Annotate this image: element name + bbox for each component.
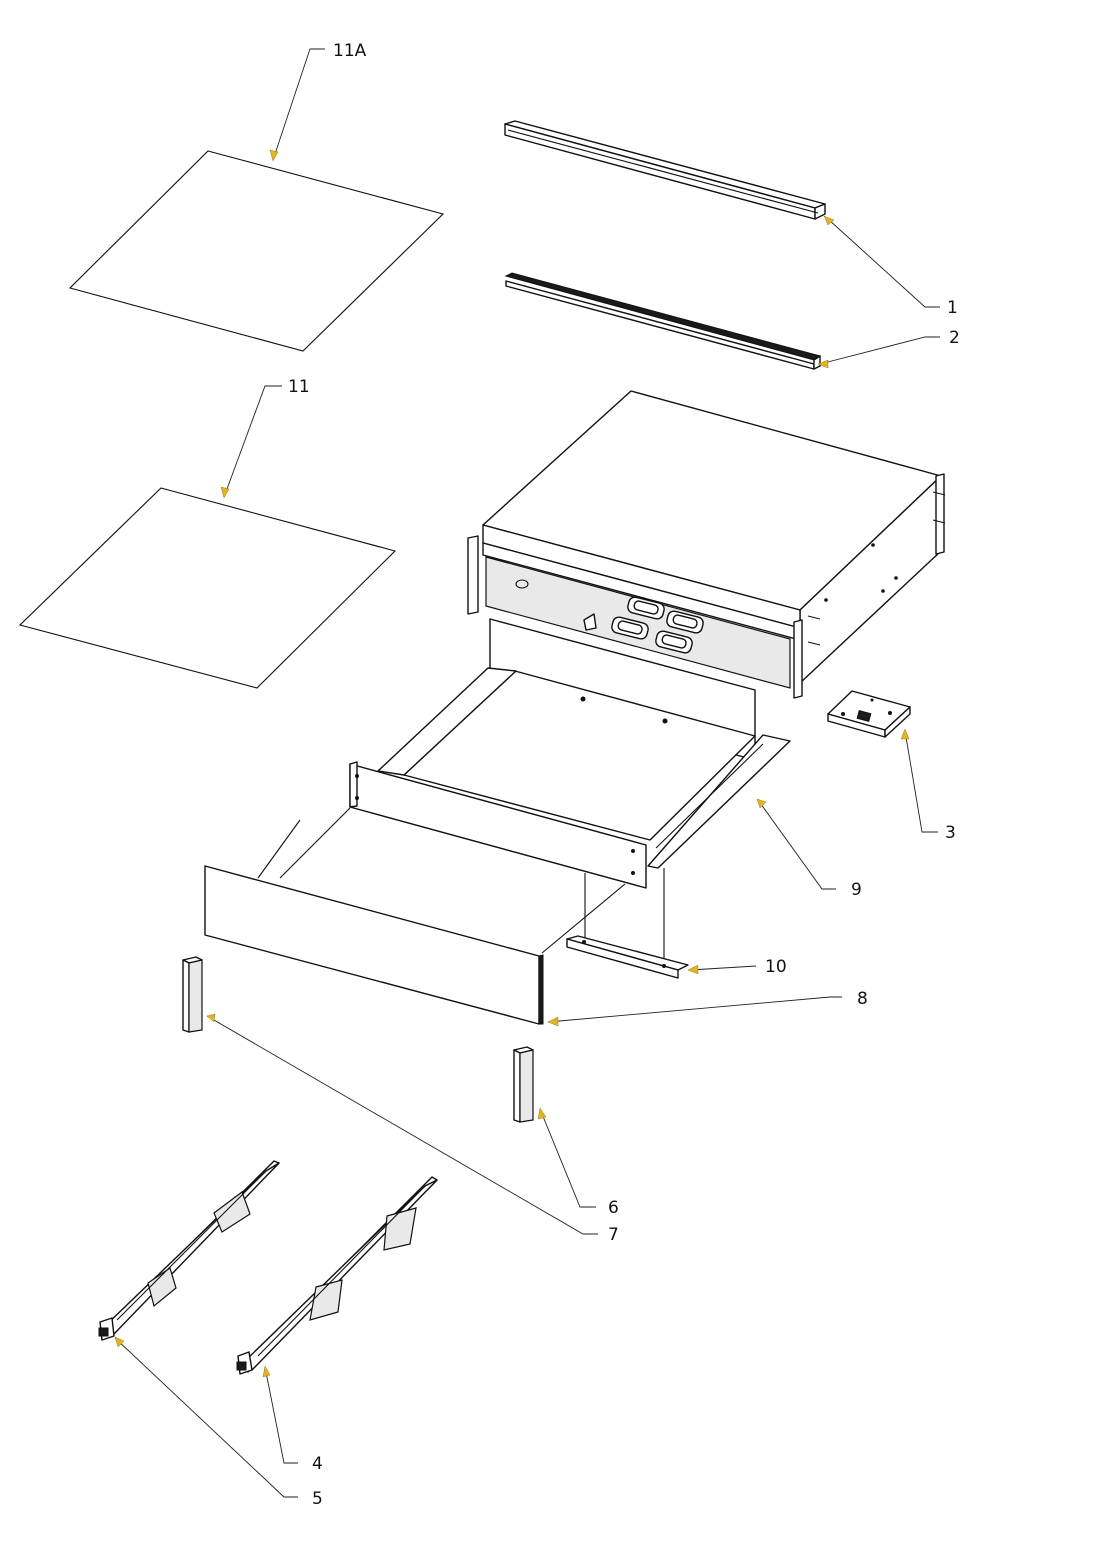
leader-lines [114,48,940,1498]
callout-3: 3 [945,823,956,843]
arrow-1 [823,215,835,226]
arrow-5 [114,1336,125,1348]
slide-rail-part-5 [98,1160,280,1341]
callout-11a: 11A [333,41,367,61]
rail-part-1 [504,120,826,220]
slide-rail-part-4 [236,1176,438,1375]
arrow-2 [817,359,829,369]
arrow-9 [756,798,767,809]
leg-block-part-7 [182,956,203,1033]
leg-block-part-6 [513,1046,534,1123]
arrow-6 [537,1107,547,1120]
callout-6: 6 [608,1198,619,1218]
callout-7: 7 [608,1225,619,1245]
sheet-11 [18,487,397,689]
socket-openings [611,596,704,654]
callout-5: 5 [312,1489,323,1509]
callout-11: 11 [288,377,310,397]
arrow-11a [269,149,279,162]
arrow-7 [206,1013,216,1023]
drawer-tray-part-9 [257,618,791,954]
callout-9: 9 [851,880,862,900]
arrow-8 [547,1016,559,1027]
sheet-11a [68,150,445,352]
callout-2: 2 [949,328,960,348]
callout-labels: 11A 11 1 2 3 9 10 8 6 7 4 5 [288,41,960,1509]
callout-arrowheads [114,149,910,1378]
cabinet-housing [467,390,946,699]
callout-8: 8 [857,989,868,1009]
arrow-10 [687,964,699,975]
callout-4: 4 [312,1454,323,1474]
callout-10: 10 [765,957,787,977]
bracket-part-10 [566,868,689,979]
control-board-part-3 [827,690,911,738]
front-panel-part-8 [204,865,544,1025]
arrow-11 [220,486,230,499]
arrow-3 [900,728,910,740]
callout-1: 1 [947,298,958,318]
arrow-4 [262,1365,271,1378]
rail-part-2 [504,272,822,370]
